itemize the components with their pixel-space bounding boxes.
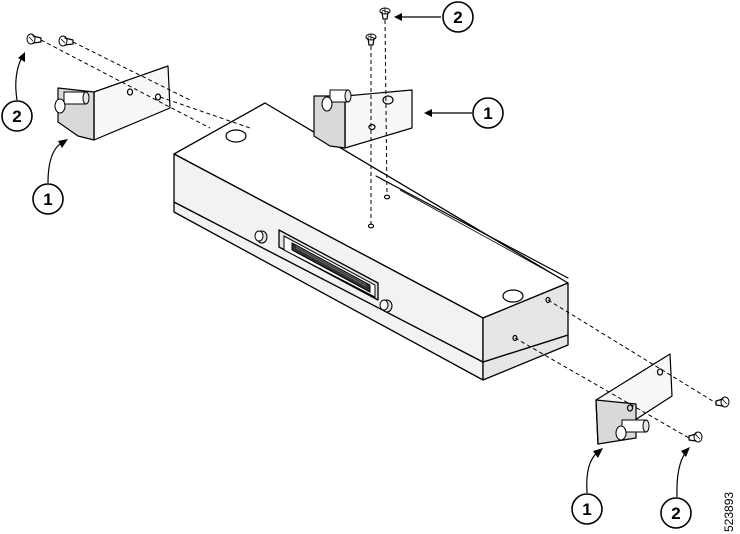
top-bracket-hole-large (382, 95, 394, 105)
align-right-1 (547, 299, 717, 404)
align-left-2 (72, 41, 251, 129)
top-bracket-hole-small (368, 123, 376, 131)
callout-bracket-top-label: 1 (483, 104, 492, 123)
align-top-1 (384, 19, 388, 196)
chassis-rear-edge (399, 189, 561, 279)
right-bracket-captive-screw (615, 419, 650, 441)
top-bracket-horizontal-plate (344, 89, 413, 149)
right-bracket-hole-2 (626, 404, 634, 412)
screws (26, 7, 730, 443)
align-right-2 (514, 337, 690, 439)
callouts: 2 1 2 1 1 (1, 1, 692, 529)
front-thumbscrew-right (379, 299, 393, 313)
right-bracket-fold (595, 399, 599, 445)
left-screw-1 (26, 33, 42, 45)
connector-pin-lines (295, 245, 367, 287)
chassis-top-hole-right (502, 289, 524, 303)
top-screw-1 (379, 7, 391, 20)
top-bracket (313, 89, 413, 149)
callout-bracket-top: 1 (424, 97, 504, 129)
callout-bracket-right: 1 (571, 448, 603, 525)
connector-pins (291, 242, 371, 293)
callout-screw-right: 2 (660, 447, 692, 529)
callout-screw-left: 2 (1, 52, 33, 132)
callout-screw-left-label: 2 (12, 107, 21, 126)
align-left-1 (40, 39, 211, 129)
front-thumbscrew-left (254, 230, 268, 244)
chassis-back-rail (375, 175, 569, 279)
left-bracket-hole-1 (126, 88, 134, 96)
chassis-side-hole-1 (545, 296, 551, 304)
top-bracket-captive-screw (321, 89, 352, 112)
chassis-side-hole-2 (512, 334, 518, 342)
left-bracket-long-plate (93, 65, 171, 141)
callout-bracket-right-label: 1 (582, 500, 591, 519)
top-screw-2 (365, 33, 377, 46)
left-screw-2 (58, 35, 74, 47)
chassis-screw-hole-1 (383, 194, 391, 200)
right-bracket (595, 353, 673, 445)
left-bracket-captive-screw (54, 91, 90, 114)
right-screw-1 (715, 396, 730, 408)
callout-bracket-left-label: 1 (43, 190, 52, 209)
left-bracket (54, 65, 171, 141)
callout-screw-top: 2 (394, 1, 474, 33)
callout-screw-top-label: 2 (453, 8, 462, 27)
chassis-screw-hole-2 (367, 223, 375, 229)
chassis-top-hole-left (225, 129, 247, 143)
callout-bracket-left: 1 (32, 139, 68, 215)
figure-id: 523893 (722, 492, 736, 532)
alignment-lines (40, 19, 717, 439)
right-screw-2 (688, 431, 703, 443)
right-bracket-hole-1 (656, 368, 664, 376)
callout-screw-right-label: 2 (671, 504, 680, 523)
front-connector (278, 229, 379, 301)
